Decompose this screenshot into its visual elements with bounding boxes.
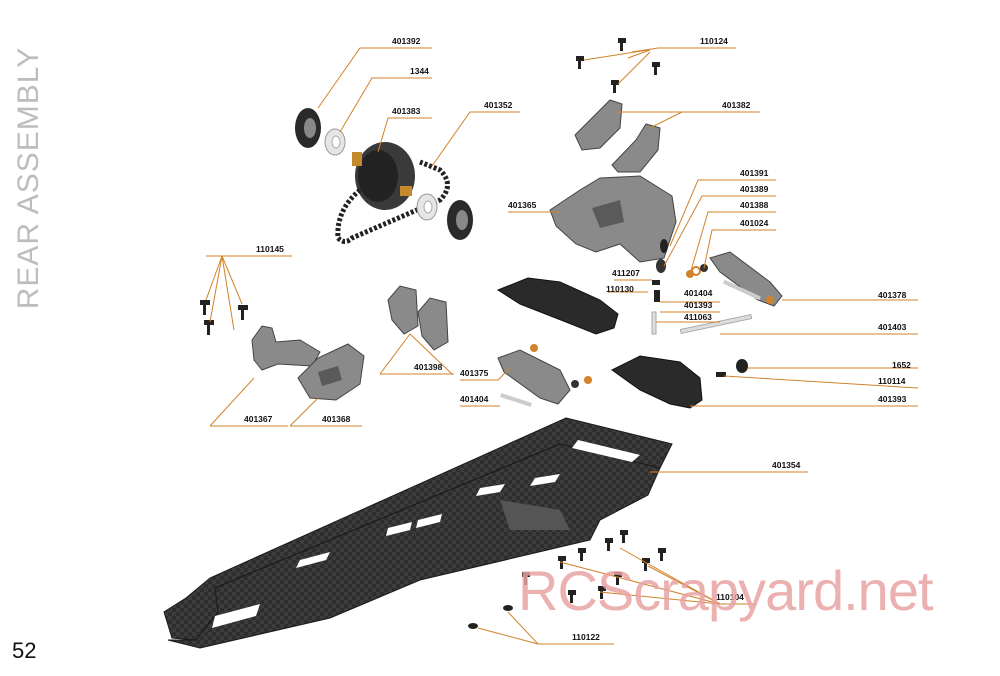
label-401368: 401368 [322,414,351,424]
page-number: 52 [12,638,37,663]
label-401024: 401024 [740,218,769,228]
bearing-right [447,200,473,240]
label-401391: 401391 [740,168,769,178]
label-401393-lower: 401393 [878,394,907,404]
upper-mounts-401382 [574,99,661,173]
label-401382: 401382 [722,100,751,110]
label-401403: 401403 [878,322,907,332]
leader-lines [205,47,919,645]
label-401404-upper: 401404 [684,288,713,298]
label-110145: 110145 [256,244,284,254]
label-401393-upper: 401393 [684,300,713,310]
label-110124: 110124 [700,36,728,46]
mount-401367 [251,325,321,371]
label-401367: 401367 [244,414,273,424]
label-401378: 401378 [878,290,907,300]
label-1652: 1652 [892,360,911,370]
label-110104: 110104 [716,592,744,602]
upper-arm-401375 [497,344,592,407]
part-labels: 401392 1344 401383 401352 110124 401382 … [244,36,911,642]
label-1344: 1344 [410,66,429,76]
mount-401368 [297,343,365,401]
label-110114: 110114 [878,376,906,386]
rear-bulkhead-401365 [549,175,677,263]
lower-arm-upper [496,277,619,335]
label-401404-lower: 401404 [460,394,489,404]
label-401388: 401388 [740,200,769,210]
upper-mounts-401398 [387,285,449,351]
label-401383: 401383 [392,106,421,116]
bearing-white-right [416,193,438,221]
label-401365: 401365 [508,200,537,210]
lower-arm-401393 [611,355,748,409]
hub-carrier-401378 [709,251,783,307]
label-401389: 401389 [740,184,769,194]
small-parts-right [651,239,708,335]
label-401352: 401352 [484,100,513,110]
bearing-left [295,108,321,148]
screws-110124 [576,38,660,93]
label-401354: 401354 [772,460,801,470]
label-110130: 110130 [606,284,634,294]
label-401392: 401392 [392,36,421,46]
label-411207: 411207 [612,268,640,278]
label-110122: 110122 [572,632,600,642]
screws-110145 [200,300,248,335]
screws-110122 [468,605,513,629]
bearing-white [324,128,346,156]
label-401375: 401375 [460,368,489,378]
label-411063: 411063 [684,312,712,322]
label-401398: 401398 [414,362,443,372]
diff-assembly [335,142,450,244]
screws-110104 [522,530,666,603]
chassis-plate [163,417,673,649]
